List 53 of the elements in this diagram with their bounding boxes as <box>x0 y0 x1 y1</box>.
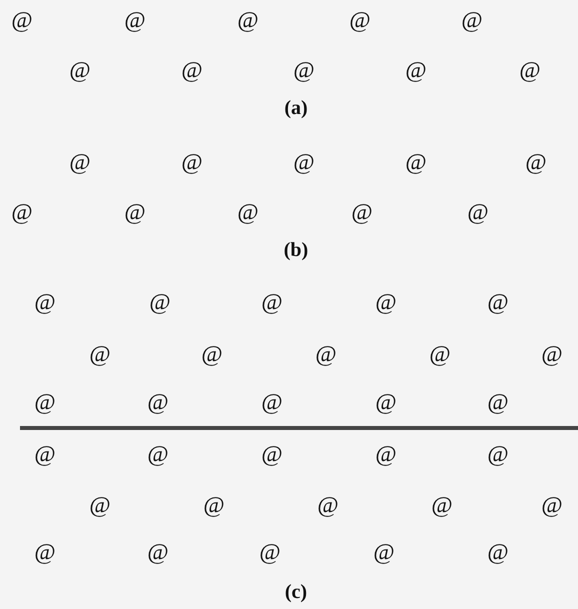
at-sign-symbol: @ <box>431 494 453 516</box>
at-sign-symbol: @ <box>89 342 111 366</box>
at-sign-symbol: @ <box>317 494 339 516</box>
at-sign-symbol: @ <box>147 390 169 414</box>
at-sign-symbol: @ <box>149 290 171 314</box>
at-sign-symbol: @ <box>69 58 91 82</box>
at-sign-symbol: @ <box>541 342 563 366</box>
at-sign-symbol: @ <box>461 8 483 32</box>
at-sign-symbol: @ <box>34 290 56 314</box>
at-sign-symbol: @ <box>181 150 203 174</box>
at-sign-symbol: @ <box>375 442 397 466</box>
at-sign-symbol: @ <box>34 442 56 466</box>
at-sign-symbol: @ <box>181 58 203 82</box>
at-sign-symbol: @ <box>237 200 259 224</box>
panel-caption: (c) <box>284 582 308 602</box>
at-sign-symbol: @ <box>11 8 33 32</box>
at-sign-symbol: @ <box>519 58 541 82</box>
at-sign-symbol: @ <box>405 150 427 174</box>
at-sign-symbol: @ <box>467 200 489 224</box>
at-sign-symbol: @ <box>259 540 281 564</box>
at-sign-symbol: @ <box>293 58 315 82</box>
at-sign-symbol: @ <box>405 58 427 82</box>
at-sign-symbol: @ <box>429 342 451 366</box>
at-sign-symbol: @ <box>375 290 397 314</box>
at-sign-symbol: @ <box>525 150 547 174</box>
panel-caption: (b) <box>284 240 308 260</box>
at-sign-symbol: @ <box>69 150 91 174</box>
at-sign-symbol: @ <box>487 390 509 414</box>
at-sign-symbol: @ <box>237 8 259 32</box>
at-sign-symbol: @ <box>261 442 283 466</box>
at-sign-symbol: @ <box>375 390 397 414</box>
at-sign-symbol: @ <box>487 540 509 564</box>
at-sign-symbol: @ <box>89 494 111 516</box>
at-sign-symbol: @ <box>11 200 33 224</box>
at-sign-symbol: @ <box>487 442 509 466</box>
at-sign-symbol: @ <box>261 390 283 414</box>
at-sign-symbol: @ <box>541 494 563 516</box>
at-sign-symbol: @ <box>34 540 56 564</box>
at-sign-symbol: @ <box>373 540 395 564</box>
at-sign-symbol: @ <box>293 150 315 174</box>
at-sign-symbol: @ <box>203 494 225 516</box>
at-sign-symbol: @ <box>124 200 146 224</box>
at-sign-symbol: @ <box>147 442 169 466</box>
at-sign-symbol: @ <box>349 8 371 32</box>
at-sign-symbol: @ <box>34 390 56 414</box>
at-sign-symbol: @ <box>124 8 146 32</box>
at-sign-symbol: @ <box>487 290 509 314</box>
at-sign-symbol: @ <box>351 200 373 224</box>
at-sign-symbol: @ <box>261 290 283 314</box>
at-sign-symbol: @ <box>315 342 337 366</box>
panel-caption: (a) <box>284 98 308 118</box>
at-sign-symbol: @ <box>147 540 169 564</box>
at-sign-symbol: @ <box>201 342 223 366</box>
